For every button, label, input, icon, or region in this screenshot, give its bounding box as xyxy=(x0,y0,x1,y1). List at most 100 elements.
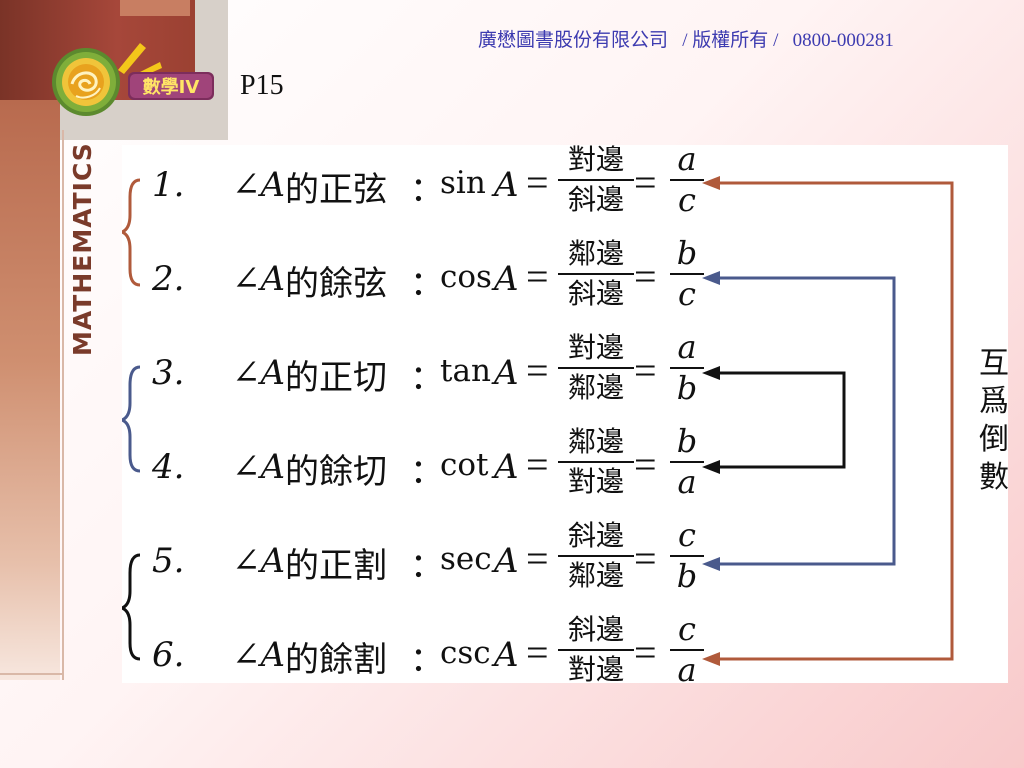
variable-numerator: c xyxy=(678,516,696,554)
ratio-numerator: 斜邊 xyxy=(567,519,624,552)
page-number: P15 xyxy=(240,70,284,101)
function-abbrev: cos xyxy=(440,259,492,295)
fraction-bar xyxy=(670,555,704,557)
function-name: 的餘割 xyxy=(285,640,387,680)
equals-sign: = xyxy=(526,348,549,393)
header-separator: / xyxy=(682,30,688,51)
arrowhead-tan xyxy=(702,366,720,380)
arrow-line-sin-csc xyxy=(714,181,954,661)
colon: ： xyxy=(410,170,444,210)
fraction-bar xyxy=(558,461,634,463)
side-ratio-fraction: 鄰邊斜邊 xyxy=(558,236,634,312)
equals-sign: = xyxy=(634,630,657,675)
equals-sign: = xyxy=(634,348,657,393)
colon: ： xyxy=(410,452,444,492)
arrowhead-csc xyxy=(702,652,720,666)
function-variable: A xyxy=(494,447,519,487)
fraction-bar xyxy=(670,179,704,181)
colon: ： xyxy=(410,358,444,398)
formula-number: 1. xyxy=(152,165,185,205)
arrowhead-sin xyxy=(702,176,720,190)
header-separator: / xyxy=(773,30,779,51)
function-variable: A xyxy=(494,165,519,205)
equals-sign: = xyxy=(526,536,549,581)
publisher-header: 廣懋圖書股份有限公司 / 版權所有 / 0800-000281 xyxy=(478,25,894,52)
function-variable: A xyxy=(494,635,519,675)
angle-symbol: ∠A xyxy=(232,165,286,205)
variable-numerator: b xyxy=(676,234,698,272)
equals-sign: = xyxy=(634,536,657,581)
angle-symbol: ∠A xyxy=(232,259,286,299)
function-name: 的正切 xyxy=(285,358,387,398)
colon: ： xyxy=(410,264,444,304)
variable-numerator: a xyxy=(677,328,697,366)
book-logo: 數學IV xyxy=(52,43,214,116)
ratio-denominator: 鄰邊 xyxy=(567,371,624,404)
fraction-bar xyxy=(670,367,704,369)
brace-pair-2 xyxy=(122,365,141,473)
ratio-numerator: 對邊 xyxy=(567,331,624,364)
angle-symbol: ∠A xyxy=(232,635,286,675)
variable-denominator: c xyxy=(678,275,696,313)
function-abbrev: tan xyxy=(440,353,491,389)
ratio-denominator: 斜邊 xyxy=(567,183,624,216)
reciprocal-label-char: 爲 xyxy=(979,384,1009,419)
fraction-bar xyxy=(558,179,634,181)
svg-text:MATHEMATICS: MATHEMATICS xyxy=(68,142,97,356)
side-ratio-fraction: 對邊斜邊 xyxy=(558,142,634,218)
side-ratio-fraction: 對邊鄰邊 xyxy=(558,330,634,406)
ratio-denominator: 對邊 xyxy=(567,465,624,498)
brace-pair-1 xyxy=(122,178,141,287)
variable-denominator: a xyxy=(677,651,697,689)
arrowhead-cos xyxy=(702,271,720,285)
equals-sign: = xyxy=(526,442,549,487)
angle-symbol: ∠A xyxy=(232,541,286,581)
company-name: 廣懋圖書股份有限公司 xyxy=(478,30,669,51)
reciprocal-label: 互 爲 倒 數 xyxy=(977,345,1011,497)
equals-sign: = xyxy=(634,442,657,487)
reciprocal-arrows xyxy=(122,176,954,666)
angle-symbol: ∠A xyxy=(232,353,286,393)
colon: ： xyxy=(410,640,444,680)
function-name: 的正弦 xyxy=(285,170,387,210)
variable-denominator: c xyxy=(678,181,696,219)
bottom-divider-line xyxy=(0,673,62,675)
variable-denominator: b xyxy=(676,369,698,407)
function-variable: A xyxy=(494,353,519,393)
function-variable: A xyxy=(494,541,519,581)
colon: ： xyxy=(410,546,444,586)
fraction-bar xyxy=(558,555,634,557)
left-divider-line xyxy=(62,130,64,680)
fraction-bar xyxy=(670,461,704,463)
variable-denominator: b xyxy=(676,557,698,595)
brace-pair-3 xyxy=(122,553,141,661)
variable-numerator: b xyxy=(676,422,698,460)
ratio-denominator: 鄰邊 xyxy=(567,559,624,592)
formula-number: 5. xyxy=(152,541,185,581)
fraction-bar xyxy=(558,649,634,651)
function-abbrev: sin xyxy=(440,165,486,201)
variable-denominator: a xyxy=(677,463,697,501)
rights-text: 版權所有 xyxy=(692,30,769,51)
arrow-line-tan-cot xyxy=(714,371,846,469)
angle-symbol: ∠A xyxy=(232,447,286,487)
function-abbrev: sec xyxy=(440,541,492,577)
function-abbrev: csc xyxy=(440,635,491,671)
formula-number: 4. xyxy=(152,447,185,487)
mathematics-vertical-word: MATHEMATICS xyxy=(68,142,97,356)
arrowhead-cot xyxy=(702,460,720,474)
fraction-bar xyxy=(670,649,704,651)
variable-numerator: c xyxy=(678,610,696,648)
left-side-bar xyxy=(0,100,60,680)
reciprocal-label-char: 數 xyxy=(979,460,1009,495)
function-name: 的正割 xyxy=(285,546,387,586)
side-ratio-fraction: 斜邊對邊 xyxy=(558,612,634,688)
